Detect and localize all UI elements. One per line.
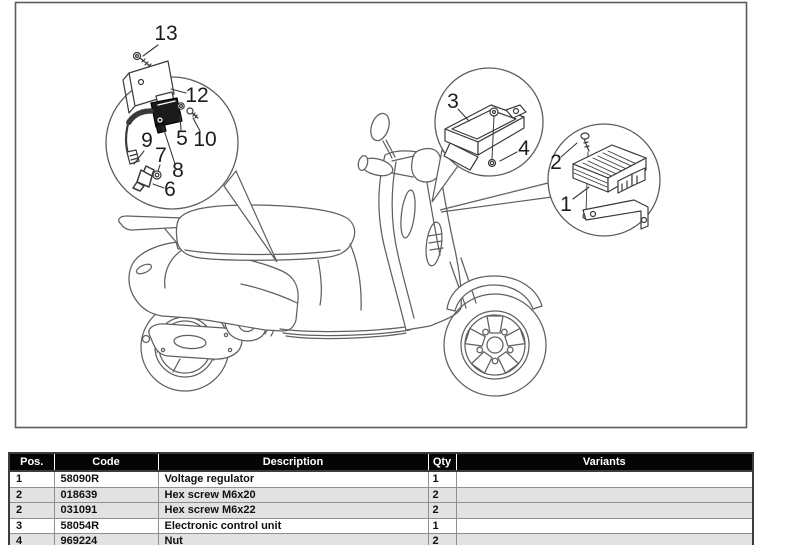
flank-vents: [400, 189, 444, 267]
ignition-coil-part: [150, 91, 183, 134]
left-callout-wedge: [223, 169, 278, 263]
seat: [175, 204, 356, 261]
callout-label-10: 10: [193, 128, 216, 151]
cell-code: 018639: [53, 486, 159, 503]
cell-description: Hex screw M6x20: [157, 486, 429, 503]
cell-pos: 4: [8, 533, 55, 545]
header-pos: Pos.: [8, 452, 55, 472]
table-header-row: Pos. Code Description Qty Variants: [8, 452, 754, 472]
cell-code: 969224: [53, 533, 159, 545]
cell-qty: 2: [427, 502, 457, 519]
nut-4-part: [487, 158, 497, 168]
header-variants: Variants: [455, 452, 754, 472]
cell-pos: 3: [8, 517, 55, 534]
cell-qty: 2: [427, 533, 457, 545]
cell-description: Hex screw M6x22: [157, 502, 429, 519]
callout-label-5: 5: [176, 127, 188, 150]
cell-description: Electronic control unit: [157, 517, 429, 534]
cell-pos: 2: [8, 486, 55, 503]
right-callout-leaders: [560, 142, 590, 200]
voltage-regulator-detail: [560, 132, 649, 230]
callout-label-1: 1: [560, 193, 572, 216]
spark-plug-cap-part: [132, 165, 155, 192]
callout-label-12: 12: [185, 84, 208, 107]
exhaust-muffler: [141, 323, 243, 360]
cell-variants: [455, 517, 754, 534]
cell-code: 031091: [53, 502, 159, 519]
regulator-body-part: [572, 144, 647, 194]
callout-label-8: 8: [172, 159, 184, 182]
callout-label-2: 2: [550, 151, 562, 174]
right-callout-line-1: [439, 182, 549, 211]
callout-label-4: 4: [518, 137, 530, 160]
cell-qty: 1: [427, 517, 457, 534]
mirror: [370, 112, 390, 142]
handlebar: [357, 112, 442, 183]
cell-qty: 1: [427, 470, 457, 488]
cell-code: 58090R: [53, 470, 159, 488]
cell-qty: 2: [427, 486, 457, 503]
screw-13-part: [132, 51, 152, 68]
exploded-parts-diagram: 13 12 5 10 9 7 8 6 3 4 2 1: [14, 1, 748, 429]
cell-description: Nut: [157, 533, 429, 545]
cell-variants: [455, 486, 754, 503]
header-description: Description: [157, 452, 429, 472]
callout-label-9: 9: [141, 129, 153, 152]
cell-description: Voltage regulator: [157, 470, 429, 488]
regulator-bracket-part: [582, 199, 649, 230]
cell-variants: [455, 502, 754, 519]
cell-pos: 1: [8, 470, 55, 488]
scooter-illustration: [118, 112, 547, 397]
taillight: [135, 263, 153, 275]
left-callout-leaders: [133, 44, 201, 189]
front-fender: [446, 275, 543, 312]
header-qty: Qty: [427, 452, 457, 472]
ring-7-part: [152, 170, 162, 180]
front-wheel: [443, 293, 547, 397]
callout-label-7: 7: [155, 144, 167, 167]
right-callout-line-2: [440, 196, 553, 213]
header-code: Code: [53, 452, 159, 472]
middle-callout-leaders: [457, 108, 518, 162]
cell-variants: [455, 533, 754, 545]
cell-code: 58054R: [53, 517, 159, 534]
washer-5-part: [177, 102, 185, 110]
cell-pos: 2: [8, 502, 55, 519]
ignition-coil-detail: [122, 44, 201, 192]
callout-label-3: 3: [447, 90, 459, 113]
cell-variants: [455, 470, 754, 488]
screw-10-part: [186, 107, 199, 119]
callout-label-13: 13: [154, 22, 177, 45]
ecu-detail: [443, 104, 527, 171]
callout-label-6: 6: [164, 178, 176, 201]
under-seat-panels: [317, 243, 362, 311]
